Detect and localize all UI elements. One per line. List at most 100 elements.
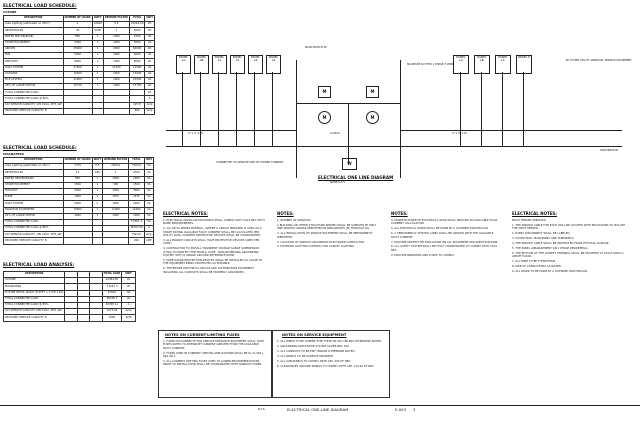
utility-note-label: BY OTHER UTILITY APPROVAL SERVICE EQUIPM… (566, 59, 632, 62)
service-notes: 1. ALL WIRES TO BE COPPER TYPE THHN OR 9… (277, 339, 383, 369)
schedule-cell: PROVIDED SERVICE CAPACITY: B (3, 237, 64, 245)
note-item: 9. ALL WORK TO BE DONE BY A LICENSED ELE… (512, 268, 588, 273)
ground-label: GROUND ROD (600, 149, 619, 152)
schedule-cell (62, 107, 93, 116)
service-notes-title: NOTES ON SERVICE EQUIPMENT (282, 333, 347, 337)
note-item: 6. THE ENTIRE ELECTRICAL DEVICE AND DIST… (163, 266, 255, 274)
note-item: 1. ALL WIRES TO BE COPPER TYPE THHN OR 9… (277, 339, 383, 343)
schedule-cell: 200 (128, 237, 145, 245)
schedule-cell: 1600 (101, 314, 123, 322)
note-item: MULTI TENANT SERVICES: (512, 218, 547, 222)
schedule-cell: AMP (121, 314, 136, 322)
transformer-box: W (342, 158, 357, 170)
diagram-scale: NONE N.T.S. (330, 181, 346, 184)
main-switch-label: MAIN SWITCH 3P (305, 46, 327, 49)
schedule-2-title: ELECTRICAL LOAD SCHEDULE: (3, 146, 77, 151)
fuse-notes: 1. FUSED DISCONNECTS FOR SERVICE ENTRANC… (163, 339, 267, 368)
note-item: 4. MANUFACTURER OF ELECTRICAL GEAR SHALL… (391, 218, 498, 226)
schedule-cell: 800 (128, 107, 146, 116)
schedule-2-subtitle: MAGNATERA (3, 152, 25, 156)
note-item: 1. NUMBER OF SERVICES. (277, 218, 312, 222)
note-item: 3. LOCATION OF SERVICE GROUNDING ELECTRO… (277, 239, 365, 244)
note-item: 2. 1/2 OR 50 SERIES RATINGS - WHERE A CI… (163, 226, 262, 238)
note-item: 2. FUSES USED IN CURRENT LIMITING APPLIC… (163, 350, 264, 359)
note-item: 3. ALL BRANCH CIRCUITS SHALL HAVE PROTEC… (163, 238, 260, 246)
schedule-cell (76, 314, 91, 322)
switch-box-1: M (318, 86, 331, 98)
panel-right-3: PANEL LC (495, 55, 511, 74)
schedule-3-title: ELECTRICAL LOAD ANALYSIS: (3, 263, 75, 268)
note-item: 9. PROVIDE BREAKERS AND FUSES TO COMPLY. (391, 252, 455, 257)
note-item: 1. ELECTRICAL INSTALLATION WORKS SHALL C… (163, 218, 265, 226)
bus-label: CU BUS (330, 132, 340, 135)
panel-left-5: PANEL L3 (248, 55, 263, 74)
switch-box-2: M (366, 86, 379, 98)
schedule-cell (102, 237, 130, 245)
schedule-cell (91, 237, 104, 245)
note-item: 5. ALL SUB-PANELS TO COMPLY WITH ART. 23… (277, 358, 352, 363)
fuse-notes-title: NOTES ON CURRENT-LIMITING FUSES (165, 333, 240, 337)
note-item: 5. THE PANEL ARRANGEMENT ON 1 PHASE RESI… (512, 245, 589, 250)
service-notes-box (272, 330, 390, 398)
schedule-cell (89, 314, 103, 322)
schedule-cell (91, 107, 104, 116)
titleblock-sheet-title: ELECTRICAL ONE-LINE DIAGRAM (287, 407, 349, 412)
notes-col4-title: ELECTRICAL NOTES: (512, 211, 557, 216)
panel-left-2: PANEL LB (194, 55, 209, 74)
note-item: 4. THE SERVICE CABLE SHALL BE PROTECTED … (512, 241, 610, 246)
note-item: 2. GROUNDING ELECTRODE SYSTEM AS PER NEC… (277, 343, 350, 348)
schedule-cell (64, 314, 78, 322)
note-item: 7. ALL WIRE TO BE THHN/THWN. (512, 259, 556, 264)
note-item: 2. EVERY DISCONNECT SHALL BE LABELED. (512, 231, 571, 236)
notes-col4: MULTI TENANT SERVICES:1. THE SERVICE CAB… (512, 218, 630, 275)
service-label: CONNECTED TO SERVICE UNIT BY POWER COMPA… (216, 161, 284, 164)
note-item: 4. EXTERIOR LIGHTING CONTROL FOR CANOPY … (277, 244, 355, 249)
diagram-title: ELECTRICAL ONE LINE DIAGRAM (318, 175, 394, 180)
note-item: A BUILDING OR OTHER STRUCTURE SERVED SHA… (277, 222, 377, 231)
note-item: 7. PROVIDE PROTECTIVE ENCLOSURE ON ALL E… (391, 239, 499, 244)
note-item: 6. CLEARANCES AROUND PANELS TO COMPLY WI… (277, 363, 375, 368)
fuse-notes-box (158, 330, 272, 398)
wire-label-right: 3" x 3" 2 W (452, 132, 467, 135)
schedule-cell: Amp (144, 107, 155, 116)
schedule-cell: PROVIDED SERVICE CAPACITY: B (3, 107, 64, 116)
schedule-cell: PROVIDED SERVICE CAPACITY: B (2, 314, 66, 322)
schedule-cell (102, 107, 130, 116)
notes-col3-title: NOTES: (391, 211, 408, 216)
panel-right-4: PANEL P (516, 55, 532, 74)
note-item: 3. ALL CURRENT LIMITING FUSES USED TO LO… (163, 359, 263, 367)
schedule-cell (62, 237, 93, 245)
panel-left-3: PANEL L1 (212, 55, 227, 74)
schedule-1-title: ELECTRICAL LOAD SCHEDULE: (3, 4, 77, 9)
note-item: 8. ALL SAFETY SYSTEM SHALL BE FULLY COOR… (391, 244, 497, 252)
wire-label-left: 3" x 3" 2 W (188, 132, 203, 135)
schedule-cell: AMP (143, 237, 155, 245)
note-item: 6. THE BOTTOM OF THE LOWEST TERMINAL SHA… (512, 250, 624, 259)
notes-col2-title: NOTES: (277, 211, 294, 216)
meter-1-icon: M (318, 111, 331, 124)
titleblock-ref: E-003 (395, 407, 407, 412)
note-item: 1. THE SERVICE CABLE FOR EACH WALL BE LO… (512, 222, 626, 231)
notes-col3: 4. MANUFACTURER OF ELECTRICAL GEAR SHALL… (391, 218, 501, 259)
notes-col2: 1. NUMBER OF SERVICES.A BUILDING OR OTHE… (277, 218, 381, 250)
notes-col1-title: ELECTRICAL NOTES: (163, 211, 208, 216)
titleblock-small: N.T.S. (258, 408, 266, 411)
panel-left-4: PANEL L2 (230, 55, 245, 74)
note-item: 4. ALL PANELS TO BE SURFACE MOUNTED. (277, 353, 334, 358)
note-item: 2. ALL INSTALLATION OF SERVICE EQUIPMENT… (277, 231, 373, 239)
note-item: 3. ALL CONDUITS TO BE EMT UNLESS OTHERWI… (277, 348, 356, 353)
note-item: 6. A PERMANENTLY AFFIXED LABEL SHALL BE … (391, 231, 494, 239)
titleblock-page: 3 (413, 407, 416, 412)
note-item: 8. SIZE OF CONDUCTORS AS NOTED. (512, 264, 562, 269)
panel-left-6: PANEL L4 (266, 55, 281, 74)
notes-col1: 1. ELECTRICAL INSTALLATION WORKS SHALL C… (163, 218, 267, 276)
